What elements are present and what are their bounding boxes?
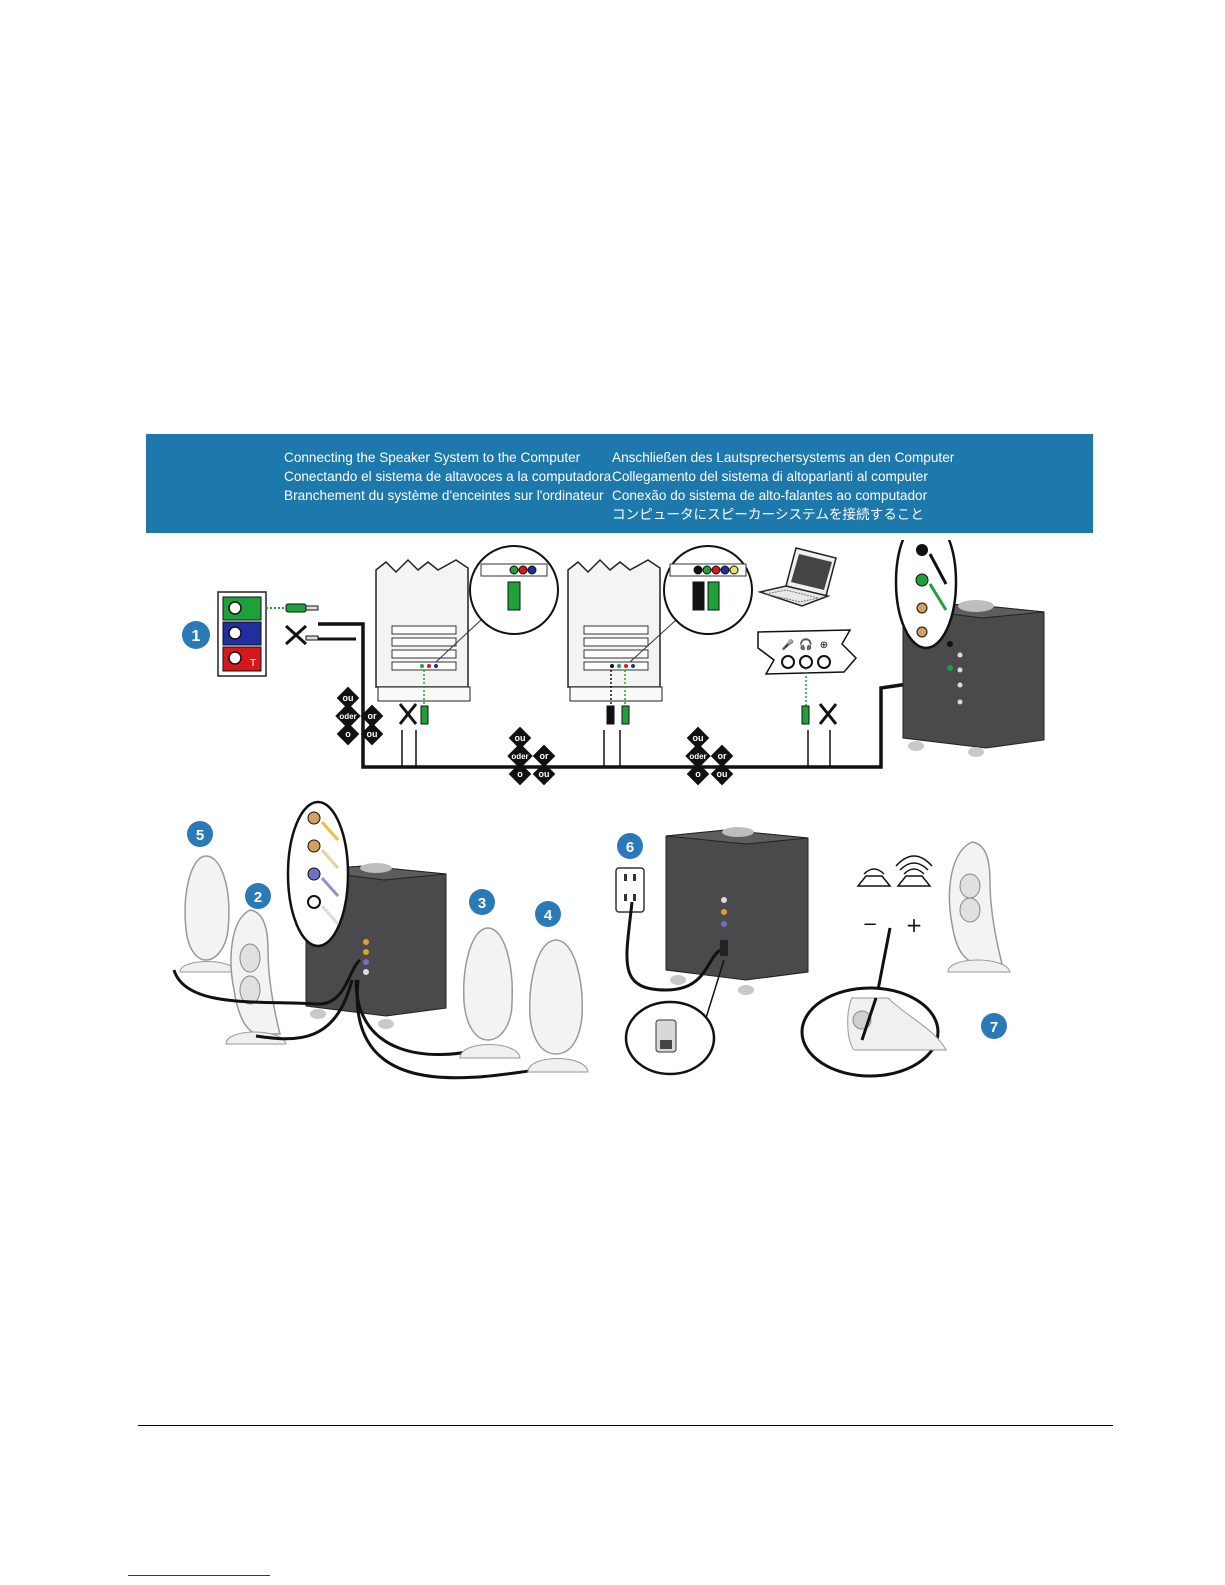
step-badge-7: 7	[981, 1013, 1007, 1039]
step-badge-6: 6	[617, 833, 643, 859]
svg-text:ou: ou	[515, 733, 526, 743]
svg-text:ou: ou	[343, 693, 354, 703]
satellite-speaker-7	[947, 841, 1011, 973]
header-banner: Connecting the Speaker System to the Com…	[146, 434, 1093, 533]
svg-text:6: 6	[626, 839, 634, 856]
zoom-callout-sub-inputs	[894, 540, 958, 650]
header-left-column: Connecting the Speaker System to the Com…	[284, 448, 611, 505]
svg-text:oder: oder	[511, 752, 528, 761]
subwoofer-bottom	[172, 800, 537, 1080]
svg-text:3: 3	[478, 895, 486, 912]
svg-text:4: 4	[544, 907, 553, 924]
svg-text:2: 2	[254, 889, 262, 906]
headphone-icon: 🎧	[799, 638, 813, 651]
svg-text:5: 5	[196, 827, 204, 844]
step-badge-3: 3	[469, 889, 495, 915]
subwoofer-power	[624, 827, 809, 1076]
wall-outlet	[615, 867, 645, 913]
pc-tower-1	[375, 545, 559, 767]
svg-text:oder: oder	[689, 752, 706, 761]
alternative-marker-3: ou oder o or ou	[685, 726, 734, 786]
line-in-icon: ⊕	[820, 640, 828, 651]
satellite-speaker-3	[459, 927, 521, 1059]
header-title-pt: Conexão do sistema de alto-falantes ao c…	[612, 488, 928, 503]
satellite-speaker-5	[179, 855, 237, 973]
header-title-fr: Branchement du système d'enceintes sur l…	[284, 488, 604, 503]
svg-text:oder: oder	[339, 712, 356, 721]
volume-plus-label: +	[906, 913, 923, 937]
svg-text:o: o	[517, 769, 523, 779]
volume-minus-label: −	[862, 914, 877, 935]
svg-text:ou: ou	[693, 733, 704, 743]
svg-text:1: 1	[192, 628, 201, 645]
step-badge-4: 4	[535, 901, 561, 927]
volume-indicator: − +	[856, 855, 933, 991]
step-badge-5: 5	[187, 821, 213, 847]
svg-text:o: o	[345, 729, 351, 739]
svg-text:or: or	[718, 751, 727, 761]
svg-text:or: or	[368, 711, 377, 721]
satellite-speaker-2	[225, 909, 287, 1045]
pc-tower-2	[567, 545, 753, 767]
laptop-port-panel: 🎤 🎧 ⊕	[757, 629, 858, 767]
jack-panel: T	[217, 591, 319, 677]
subwoofer-top	[894, 540, 1045, 757]
header-title-es: Conectando el sistema de altavoces a la …	[284, 469, 612, 484]
alternative-marker-1: ou oder o or ou	[335, 686, 384, 746]
footer-rule	[138, 1425, 1113, 1426]
no-connect-mark	[818, 703, 838, 725]
main-cable	[318, 622, 949, 769]
satellite-speaker-4	[527, 939, 589, 1073]
no-connect-mark	[284, 624, 308, 646]
svg-text:or: or	[540, 751, 549, 761]
volume-knob-callout	[800, 986, 947, 1078]
header-title-it: Collegamento del sistema di altoparlanti…	[612, 469, 928, 484]
step-badge-2: 2	[245, 883, 271, 909]
header-title-ja: コンピュータにスピーカーシステムを接続すること	[612, 507, 924, 522]
laptop	[757, 547, 837, 607]
connection-diagram: T 1	[172, 540, 1045, 1080]
header-title-de: Anschließen des Lautsprechersystems an d…	[612, 450, 955, 465]
no-connect-mark	[398, 703, 418, 725]
header-right-column: Anschließen des Lautsprechersystems an d…	[612, 448, 954, 524]
svg-text:ou: ou	[717, 769, 728, 779]
svg-text:o: o	[695, 769, 701, 779]
alternative-marker-2: ou oder o or ou	[507, 726, 556, 786]
svg-text:ou: ou	[539, 769, 550, 779]
svg-text:7: 7	[990, 1019, 998, 1036]
mic-icon: 🎤	[782, 638, 795, 651]
footer-link-underline	[128, 1575, 270, 1576]
header-title-en: Connecting the Speaker System to the Com…	[284, 450, 581, 465]
step-badge-1: 1	[182, 621, 210, 649]
red-jack-label: T	[249, 658, 257, 669]
svg-text:ou: ou	[367, 729, 378, 739]
